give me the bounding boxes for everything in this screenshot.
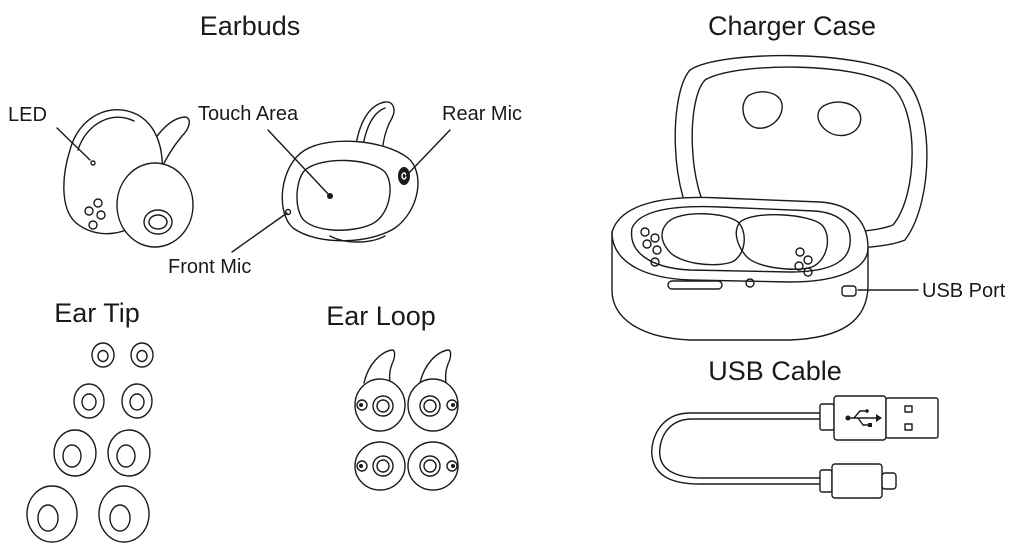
ear-tip-m xyxy=(53,429,151,477)
rear-mic-leader-line xyxy=(405,129,451,177)
led-label: LED xyxy=(8,104,47,126)
front-mic-label: Front Mic xyxy=(168,256,251,278)
earbud-right-illustration xyxy=(281,101,419,243)
touch-area-label: Touch Area xyxy=(198,103,299,125)
touch-area-leader-line xyxy=(267,129,331,197)
earbuds-title: Earbuds xyxy=(200,11,301,41)
usb-symbol-icon xyxy=(845,409,882,427)
front-mic-leader-line xyxy=(231,212,288,253)
usb-cable-title: USB Cable xyxy=(708,356,842,386)
ear-tips-illustration xyxy=(26,342,154,543)
ear-loops-illustration xyxy=(354,349,459,491)
rear-mic-label: Rear Mic xyxy=(442,103,522,125)
usb-port-label: USB Port xyxy=(922,280,1006,302)
ear-tip-title: Ear Tip xyxy=(54,298,140,328)
ear-tip-l xyxy=(26,485,150,543)
earbud-left-illustration xyxy=(63,109,194,248)
ear-tip-s xyxy=(73,383,153,419)
led-leader-line xyxy=(56,127,91,161)
charger-case-title: Charger Case xyxy=(708,11,876,41)
touch-area-marker xyxy=(327,193,333,199)
ear-loop-pair-2 xyxy=(354,441,459,491)
ear-loop-pair-1 xyxy=(354,349,459,432)
ear-loop-title: Ear Loop xyxy=(326,301,436,331)
ear-tip-xs xyxy=(91,342,154,368)
charger-case-illustration xyxy=(611,54,928,341)
usb-cable-illustration xyxy=(651,395,939,499)
